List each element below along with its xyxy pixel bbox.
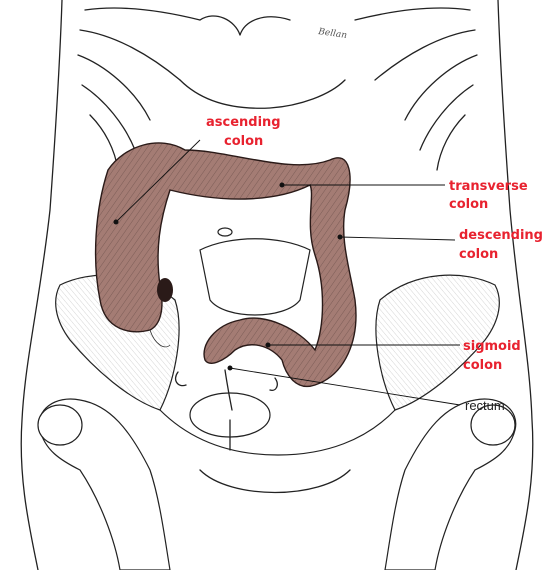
label-transverse-line1: transverse — [449, 179, 528, 194]
label-sigmoid-line2: colon — [463, 358, 502, 373]
label-descending-line2: colon — [459, 247, 498, 262]
label-descending-colon: descending colon — [459, 228, 543, 262]
label-descending-line1: descending — [459, 228, 543, 243]
label-ascending-line1: ascending — [206, 115, 281, 130]
label-sigmoid-colon: sigmoid colon — [463, 339, 521, 373]
label-ascending-line2: colon — [224, 134, 263, 149]
label-rectum: rectum — [465, 398, 505, 413]
label-sigmoid-line1: sigmoid — [463, 339, 521, 354]
label-ascending-colon: ascending colon — [206, 115, 281, 149]
artist-signature: Bellan — [317, 27, 348, 41]
label-transverse-line2: colon — [449, 197, 488, 212]
label-transverse-colon: transverse colon — [449, 179, 528, 212]
rib-cage — [78, 8, 477, 170]
leader-descending — [340, 237, 455, 240]
